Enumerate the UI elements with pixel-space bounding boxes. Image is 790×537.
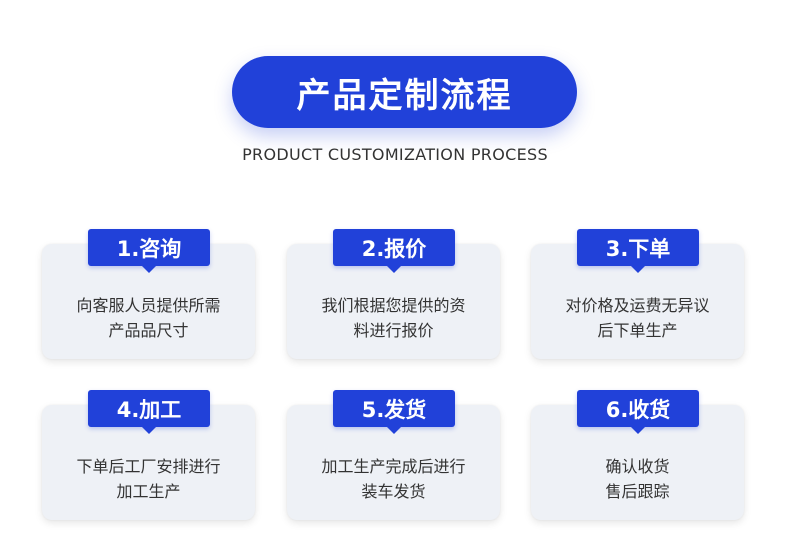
step-card-quote: 我们根据您提供的资 料进行报价 xyxy=(287,244,500,359)
page-title: 产品定制流程 xyxy=(296,75,513,116)
step-description-line: 对价格及运费无异议 xyxy=(565,295,710,315)
step-label-quote: 2.报价 xyxy=(333,229,455,273)
step-description-line: 加工生产 xyxy=(116,481,181,501)
step-description-line: 售后跟踪 xyxy=(605,481,670,501)
step-label-text: 3.下单 xyxy=(605,236,671,261)
step-label-process: 4.加工 xyxy=(88,390,210,434)
step-description-line: 下单后工厂安排进行 xyxy=(76,456,221,476)
page-subtitle: PRODUCT CUSTOMIZATION PROCESS xyxy=(242,145,548,164)
step-label-text: 4.加工 xyxy=(116,397,182,422)
step-description-line: 装车发货 xyxy=(361,481,426,501)
step-description-line: 后下单生产 xyxy=(597,320,678,340)
step-description: 向客服人员提供所需 产品品尺寸 xyxy=(52,282,245,353)
step-label-text: 2.报价 xyxy=(361,236,427,261)
step-description: 对价格及运费无异议 后下单生产 xyxy=(541,282,734,353)
step-description: 确认收货 售后跟踪 xyxy=(541,443,734,514)
step-description-line: 料进行报价 xyxy=(353,320,434,340)
title-banner: 产品定制流程 xyxy=(232,56,577,128)
step-label-text: 5.发货 xyxy=(361,397,427,422)
step-description-line: 加工生产完成后进行 xyxy=(321,456,466,476)
step-label-text: 6.收货 xyxy=(605,397,671,422)
step-description: 下单后工厂安排进行 加工生产 xyxy=(52,443,245,514)
step-label-consult: 1.咨询 xyxy=(88,229,210,273)
step-label-ship: 5.发货 xyxy=(333,390,455,434)
step-description-line: 我们根据您提供的资 xyxy=(321,295,466,315)
step-label-order: 3.下单 xyxy=(577,229,699,273)
step-description-line: 确认收货 xyxy=(605,456,670,476)
step-label-text: 1.咨询 xyxy=(116,236,182,261)
step-description-line: 向客服人员提供所需 xyxy=(76,295,221,315)
step-description: 我们根据您提供的资 料进行报价 xyxy=(297,282,490,353)
step-label-receive: 6.收货 xyxy=(577,390,699,434)
step-description: 加工生产完成后进行 装车发货 xyxy=(297,443,490,514)
step-description-line: 产品品尺寸 xyxy=(108,320,189,340)
